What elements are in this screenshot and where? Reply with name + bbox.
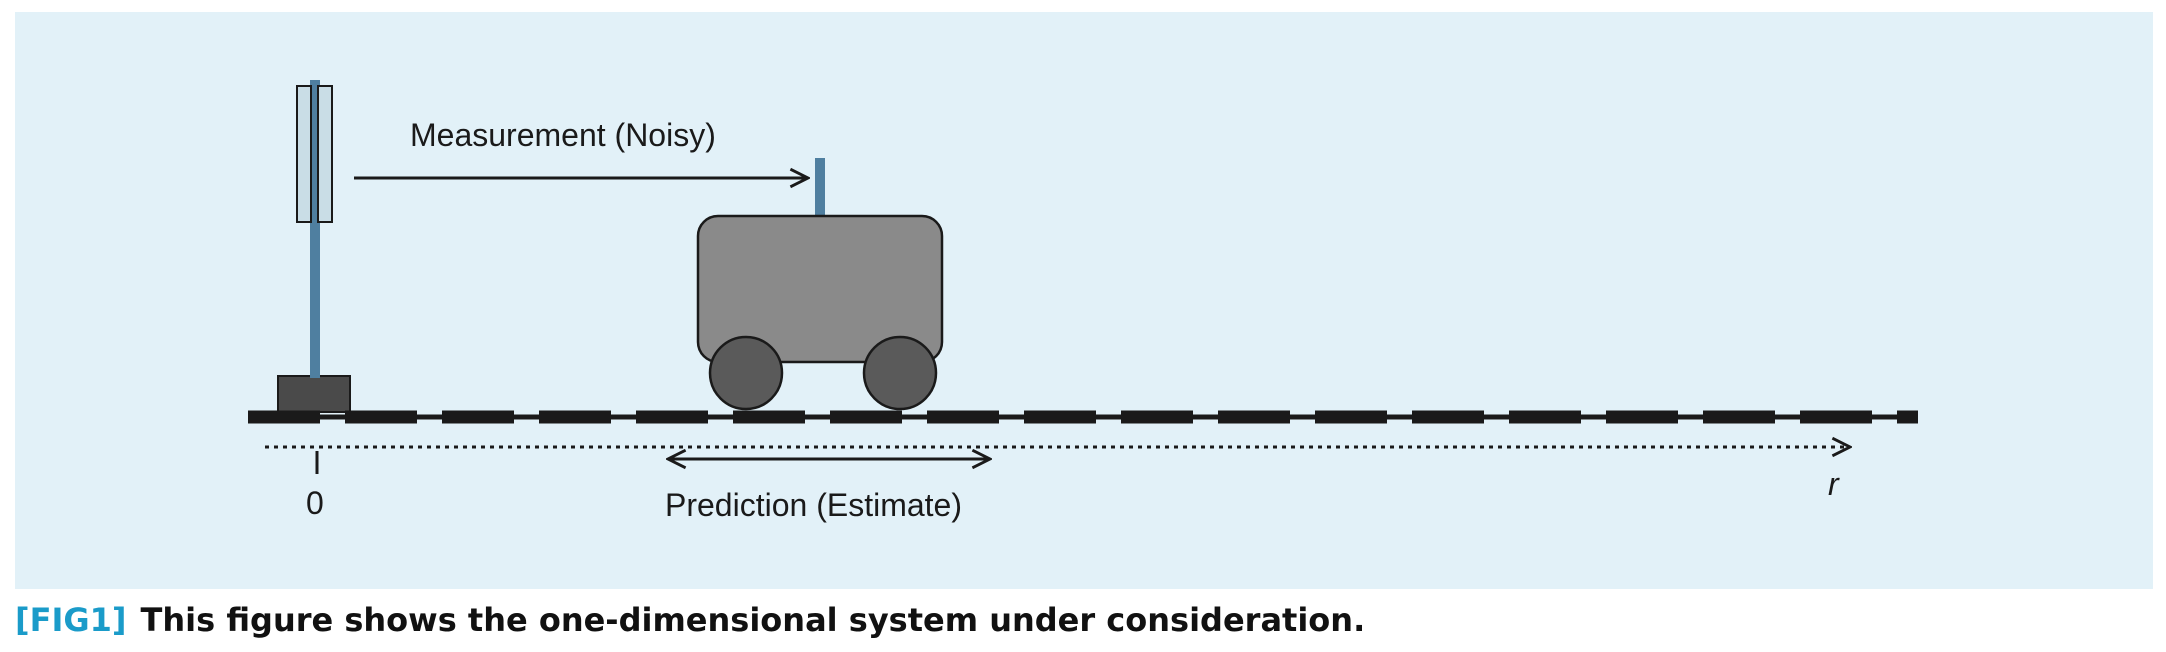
cart (696, 158, 944, 411)
measurement-station (277, 80, 351, 413)
sensor-panel-right (317, 85, 333, 223)
station-base (277, 375, 351, 413)
cart-wheel-left (708, 335, 784, 411)
caption-text: This figure shows the one-dimensional sy… (140, 601, 1366, 639)
system-diagram: Measurement (Noisy) 0 r Prediction (Esti… (248, 80, 1918, 523)
caption-tag: [FIG1] (15, 601, 127, 639)
cart-antenna (815, 158, 825, 216)
sensor-panel-left (296, 85, 312, 223)
cart-wheel-right (862, 335, 938, 411)
measurement-label: Measurement (Noisy) (410, 117, 716, 153)
cart-body (696, 214, 944, 364)
axis-label: r (1828, 466, 1840, 502)
station-pole (310, 80, 320, 378)
prediction-label: Prediction (Estimate) (665, 487, 962, 523)
figure-caption: [FIG1] This figure shows the one-dimensio… (15, 600, 1365, 640)
origin-label: 0 (306, 485, 324, 521)
figure-panel (15, 12, 2153, 589)
